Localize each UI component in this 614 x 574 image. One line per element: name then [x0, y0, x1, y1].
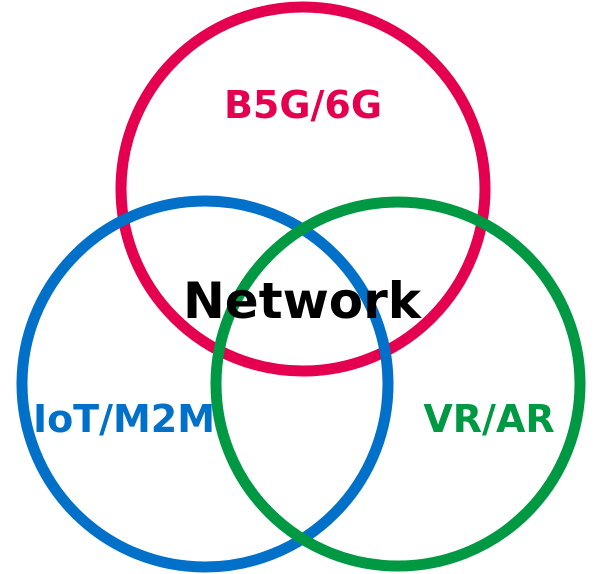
- circle-b5g-6g: [115, 1, 491, 377]
- set-label-vr-ar: VR/AR: [423, 397, 554, 441]
- circle-iot-m2m: [16, 195, 394, 573]
- circles-layer: [16, 1, 586, 573]
- set-label-b5g-6g: B5G/6G: [224, 83, 382, 127]
- labels-layer: B5G/6G IoT/M2M VR/AR Network: [33, 83, 555, 441]
- center-label: Network: [183, 272, 423, 330]
- circle-vr-ar: [210, 196, 586, 572]
- set-label-iot-m2m: IoT/M2M: [33, 397, 215, 441]
